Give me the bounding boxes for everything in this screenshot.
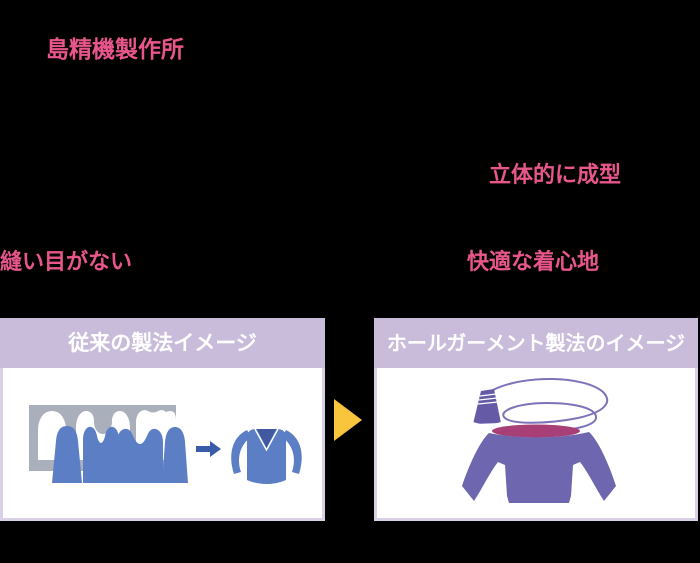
wholegarment-panel-title: ホールガーメント製法のイメージ <box>386 331 686 355</box>
conventional-panel-header: 従来の製法イメージ <box>0 318 325 368</box>
keyword-company-name: 島精機製作所 <box>46 37 184 63</box>
wholegarment-panel-header: ホールガーメント製法のイメージ <box>374 318 698 368</box>
conventional-panel-title: 従来の製法イメージ <box>68 330 257 355</box>
wholegarment-method-panel: ホールガーメント製法のイメージ <box>374 318 698 521</box>
wholegarment-panel-body <box>377 368 695 518</box>
keyword-3d-molding: 立体的に成型 <box>489 163 622 188</box>
keyword-no-seams: 縫い目がない <box>0 250 133 275</box>
conventional-panel-body <box>3 368 322 518</box>
keyword-comfortable-fit: 快適な着心地 <box>467 250 600 275</box>
conventional-method-panel: 従来の製法イメージ <box>0 318 325 521</box>
transition-arrow-icon <box>334 399 362 441</box>
